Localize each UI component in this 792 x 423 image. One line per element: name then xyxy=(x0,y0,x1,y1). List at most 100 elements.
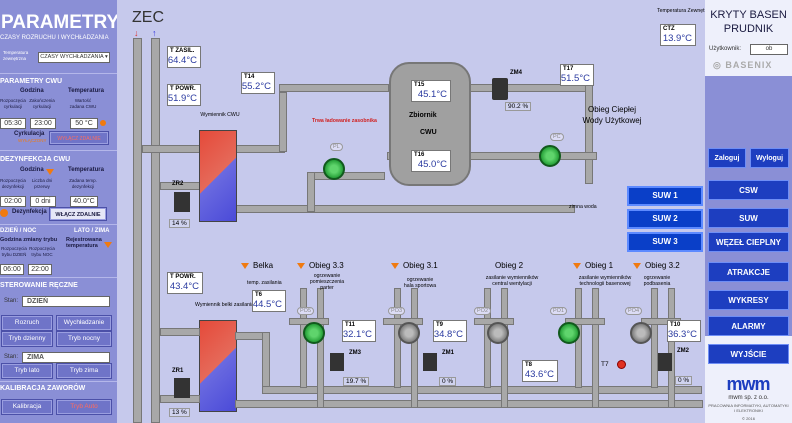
zr2-valve-icon[interactable] xyxy=(174,192,190,212)
dez-temp-input[interactable]: 40.0°C xyxy=(70,196,98,207)
navigation-panel: KRYTY BASEN PRUDNIK Użytkownik: ob ◎ BAS… xyxy=(705,0,792,423)
pl-pump-icon[interactable] xyxy=(323,158,345,180)
summer-mode-button[interactable]: Tryb lato xyxy=(2,364,52,378)
obieg-2-label: Obieg 2 xyxy=(495,261,524,270)
zm3-percent: 19.7 % xyxy=(343,377,370,386)
po4-pump-icon[interactable] xyxy=(630,322,652,344)
state-day-field: DZIEŃ xyxy=(22,296,110,307)
night-time-input[interactable]: 22:00 xyxy=(28,264,52,275)
po5-pump-icon[interactable] xyxy=(303,322,325,344)
dezynfekcja-button[interactable]: WŁĄCZ ZDALNIE xyxy=(50,208,106,220)
day-time-input[interactable]: 06:00 xyxy=(0,264,24,275)
po1-pump-icon[interactable] xyxy=(558,322,580,344)
dez-days-input[interactable]: 0 dni xyxy=(30,196,56,207)
cwu-heat-exchanger xyxy=(199,130,237,222)
zec-title: ZEC xyxy=(132,9,164,26)
nav-wyjscie[interactable]: WYJŚCIE xyxy=(708,344,789,364)
t-zasil-display: T ZASIL.64.4°C xyxy=(167,46,201,68)
t-powr-display: T POWR.51.9°C xyxy=(167,84,201,106)
rozruch-button[interactable]: Rozruch xyxy=(2,316,52,330)
arrow-down-red-icon: ↓ xyxy=(134,28,139,38)
po3-pump-icon[interactable] xyxy=(398,322,420,344)
obieg-1-label: Obieg 1 xyxy=(585,261,614,270)
dezynfekcja-label: Dezynfekcja xyxy=(12,209,47,215)
parameters-title: PARAMETRY xyxy=(1,12,117,33)
cwu-temp-input[interactable]: 50 °C xyxy=(70,118,98,129)
t7-alarm-icon xyxy=(617,360,626,369)
night-mode-button[interactable]: Tryb nocny xyxy=(57,332,111,346)
obieg-33-label: Obieg 3.3 xyxy=(309,261,344,270)
dez-status-icon xyxy=(0,209,8,217)
suw1-button[interactable]: SUW 1 xyxy=(627,186,703,206)
nav-wykresy[interactable]: WYKRESY xyxy=(708,290,789,310)
arrow-down-icon-2 xyxy=(104,242,112,248)
parameters-panel: PARAMETRY CZASY ROZRUCHU I WYCHŁADZANIA … xyxy=(0,0,117,423)
temp-label: Temperatura zewnętrzna xyxy=(3,50,29,61)
loading-status: Trwa ładowanie zasobnika xyxy=(312,118,377,124)
zm2-valve-icon[interactable] xyxy=(658,353,672,371)
site-title: KRYTY BASEN PRUDNIK xyxy=(710,9,787,35)
zm4-valve-icon[interactable] xyxy=(492,78,508,100)
zm1-valve-icon[interactable] xyxy=(423,353,437,371)
zm4-percent: 90.2 % xyxy=(505,102,532,111)
nav-suw[interactable]: SUW xyxy=(708,208,789,228)
end-time-input[interactable]: 23:00 xyxy=(30,118,56,129)
belka-exchanger-label: Wymiennik belki zasilania xyxy=(195,302,255,308)
login-button[interactable]: Zaloguj xyxy=(708,148,746,168)
suw2-button[interactable]: SUW 2 xyxy=(627,209,703,229)
temp-select[interactable]: CZASY WYCHŁADZANIA ▾ xyxy=(38,52,110,63)
dez-time-input[interactable]: 02:00 xyxy=(0,196,26,207)
basenix-logo: ◎ BASENIX xyxy=(713,60,773,70)
nav-wezel-cieplny[interactable]: WĘZEŁ CIEPLNY xyxy=(708,232,789,252)
nav-alarmy[interactable]: ALARMY xyxy=(708,316,789,336)
cwu-header: PARAMETRY CWU xyxy=(0,78,63,85)
manual-header: STEROWANIE RĘCZNE xyxy=(0,282,78,289)
dezynfekcja-header: DEZYNFEKCJA CWU xyxy=(0,156,71,163)
belka-heat-exchanger xyxy=(199,320,237,412)
winter-mode-button[interactable]: Tryb zima xyxy=(57,364,111,378)
auto-mode-button[interactable]: Tryb Auto xyxy=(57,400,111,414)
t-powr2-display: T POWR.43.4°C xyxy=(167,272,203,294)
zm3-valve-icon[interactable] xyxy=(330,353,344,371)
nav-csw[interactable]: CSW xyxy=(708,180,789,200)
cwu-exchanger-label: Wymiennik CWU xyxy=(200,112,240,118)
zm1-percent: 0 % xyxy=(439,377,457,386)
cyrkulacja-label: Cyrkulacja xyxy=(14,131,45,137)
cyrkulacja-button[interactable]: WYŁĄCZ ZDALNIE xyxy=(50,132,108,144)
status-dot-icon xyxy=(100,120,106,126)
arrow-down-icon xyxy=(46,169,54,175)
suw3-button[interactable]: SUW 3 xyxy=(627,232,703,252)
wychladzanie-button[interactable]: Wychładzanie xyxy=(57,316,111,330)
mwm-logo: mwm xyxy=(726,374,770,394)
day-mode-button[interactable]: Tryb dzienny xyxy=(2,332,52,346)
state-season-field: ZIMA xyxy=(22,352,110,363)
obieg-31-label: Obieg 3.1 xyxy=(403,261,438,270)
zr1-valve-icon[interactable] xyxy=(174,378,190,398)
belka-label: Belka xyxy=(253,261,274,270)
nav-atrakcje[interactable]: ATRAKCJE xyxy=(708,262,789,282)
start-time-input[interactable]: 05:30 xyxy=(0,118,26,129)
pc-tag: PC xyxy=(550,133,564,141)
calibration-button[interactable]: Kalibracja xyxy=(2,400,52,414)
tank-subtitle: CWU xyxy=(420,129,437,136)
supply-pipe xyxy=(133,38,142,423)
return-pipe xyxy=(151,38,160,423)
zr2-percent: 14 % xyxy=(169,219,190,228)
arrow-up-blue-icon: ↑ xyxy=(152,28,157,38)
logout-button[interactable]: Wyloguj xyxy=(750,148,789,168)
po2-pump-icon[interactable] xyxy=(487,322,509,344)
t7-label: T7 xyxy=(601,361,609,368)
zm2-percent: 0 % xyxy=(675,376,693,385)
calibration-header: KALIBRACJA ZAWORÓW xyxy=(0,385,86,392)
obieg-32-label: Obieg 3.2 xyxy=(645,261,680,270)
pc-pump-icon[interactable] xyxy=(539,145,561,167)
